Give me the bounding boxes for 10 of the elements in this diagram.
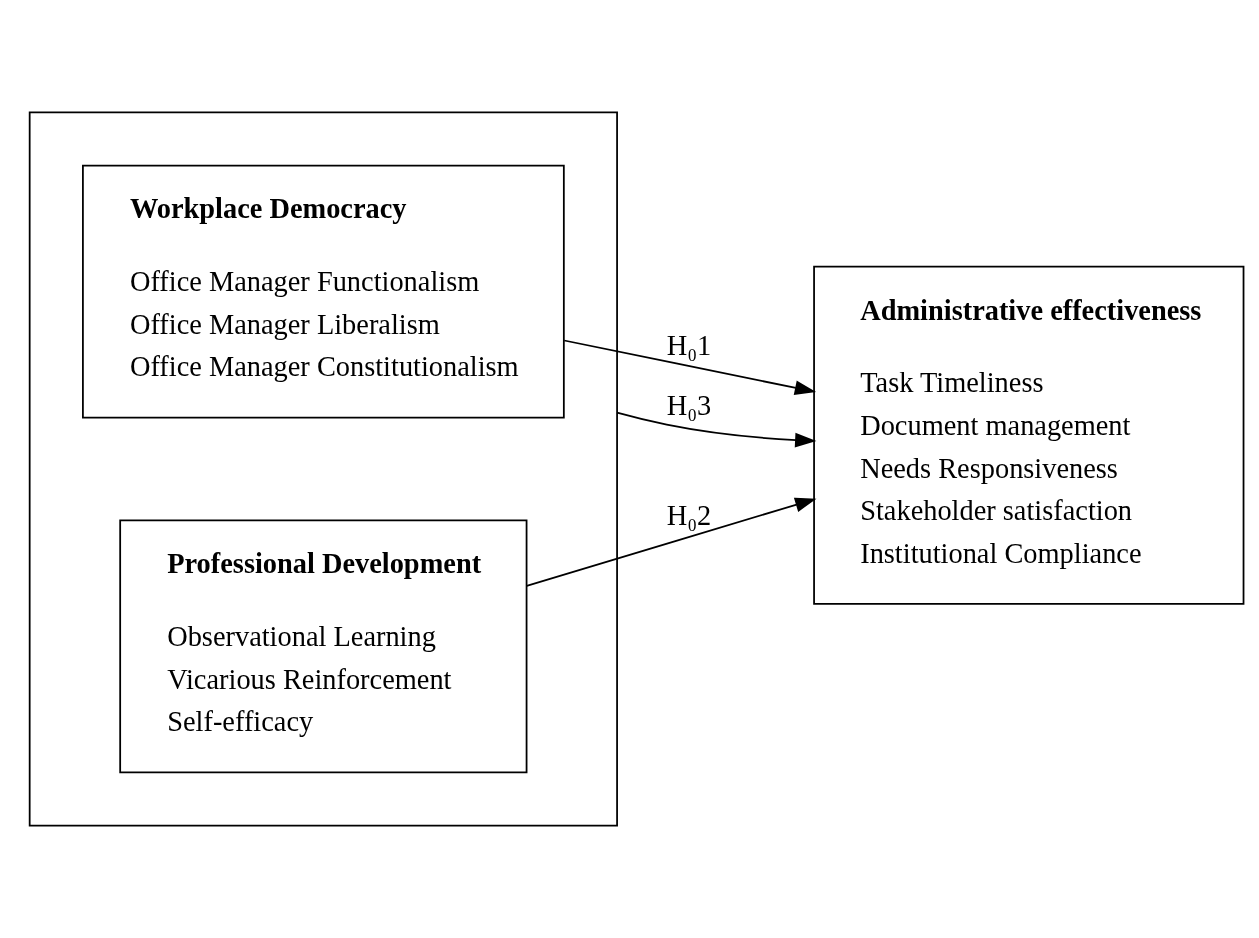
cluster — [28, 111, 618, 827]
node-box: Professional Development Observational Learning Vicarious Reinforcement Self-efficacy — [119, 519, 528, 774]
edge-label: H₀1 — [666, 330, 712, 362]
node-box: Workplace Democracy Office Manager Functionalism Office Manager Liberalism Office Manager Constitutionalism — [82, 164, 565, 419]
arrow — [563, 339, 817, 396]
node-box: Administrative effectiveness Task Timeliness Document management Needs Responsiveness Stakeholder satisfaction Institutional Compliance — [813, 265, 1245, 605]
edge-label: H₀3 — [666, 390, 712, 422]
arrow — [616, 411, 817, 448]
arrow — [525, 497, 817, 587]
edge-label: H₀2 — [666, 500, 712, 532]
